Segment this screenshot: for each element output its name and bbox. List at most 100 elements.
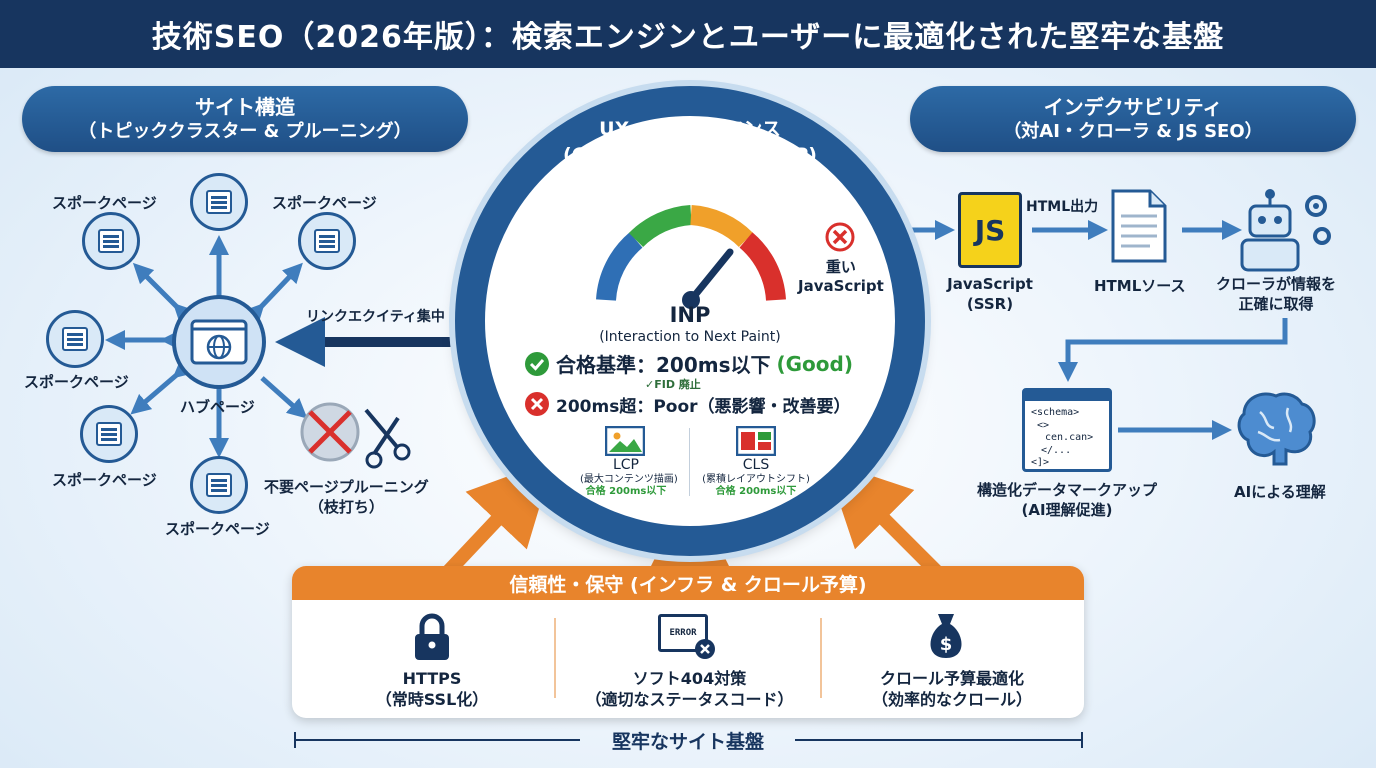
cls-block: CLS (累積レイアウトシフト) 合格 200ms以下 [700,457,812,498]
code-window-bar [1025,391,1109,401]
cls-pass: 合格 200ms以下 [715,485,797,497]
prune-arrow [260,376,308,419]
svg-text:$: $ [940,634,953,655]
spoke-label-bl: スポークページ [52,471,157,489]
pruning-scissors-icon [300,402,411,469]
image-icon [605,426,645,456]
js-file-icon: JS [958,192,1022,268]
spoke-label-tr: スポークページ [272,194,377,212]
crawler-label-line1: クローラが情報を [1216,275,1337,293]
metric-divider [689,428,690,496]
layout-shift-icon [736,426,776,456]
inp-gauge [596,205,786,309]
fail-row: 200ms超：Poor（悪影響・改善要） [524,391,851,417]
https-line1: HTTPS [402,669,462,688]
pass-row: 合格基準：200ms以下 (Good) [524,349,853,378]
lcp-title: LCP [612,457,640,473]
site-structure-title: サイト構造 [195,95,295,120]
heavy-js-line2: JavaScript [798,276,884,295]
document-icon [206,190,232,214]
https-label: HTTPS （常時SSL化） [332,669,532,711]
code-line: cen.can> [1045,432,1094,443]
infra-divider [820,618,822,698]
pruning-label-line2: （枝打ち） [308,498,384,517]
soft404-label: ソフト404対策 （適切なステータスコード） [567,669,812,711]
document-icon [98,229,124,253]
spoke-arrow-tl [132,262,195,325]
html-output-label: HTML出力 [1026,199,1099,215]
hub-label: ハブページ [180,398,255,416]
pruning-label: 不要ページプルーニング （枝打ち） [264,477,429,518]
document-icon [62,327,88,351]
pass-good: (Good) [776,351,854,376]
indexability-subtitle: （対AI・クローラ & JS SEO） [1003,121,1263,143]
globe-window-icon [190,319,248,365]
spoke-node-tl [82,212,140,270]
inp-full-name: (Interaction to Next Paint) [599,329,781,345]
code-window: <schema> <> cen.can> </... <]> [1022,388,1112,472]
fail-label: 200ms超：Poor（悪影響・改善要） [556,396,851,417]
fid-note: ✓FID 廃止 [645,378,701,391]
inp-title: INP [669,303,711,327]
pass-label: 合格基準：200ms以下 [556,353,771,377]
lcp-pass: 合格 200ms以下 [585,485,667,497]
lcp-desc: (最大コンテンツ描画) [580,473,678,485]
infra-panel: 信頼性・保守 (インフラ & クロール予算) HTTPS （常時SSL化） ER… [292,566,1084,718]
js-label-line2: (SSR) [966,294,1014,313]
document-icon [96,422,122,446]
code-line: <]> [1031,457,1050,468]
js-label: JavaScript (SSR) [940,275,1040,314]
html-document-icon [1111,189,1167,263]
heavy-js-x-icon [825,222,855,252]
money-bag-icon: $ [930,614,962,658]
spoke-label-bottom: スポークページ [165,520,270,538]
cls-desc: (累積レイアウトシフト) [702,473,810,485]
https-line2: （常時SSL化） [375,689,489,709]
lcp-block: LCP (最大コンテンツ描画) 合格 200ms以下 [580,457,678,498]
ai-brain-icon [1237,392,1316,466]
js-label-line1: JavaScript [947,275,1033,293]
ux-subtitle: (Core Web Vitals & INP) [563,143,817,166]
site-structure-heading: サイト構造 （トピッククラスター & プルーニング） [22,86,468,152]
crawl-budget-line2: （効率的なクロール） [871,689,1032,709]
indexability-title: インデクサビリティ [1043,95,1223,120]
site-structure-subtitle: （トピッククラスター & プルーニング） [78,121,412,143]
document-icon [206,473,232,497]
error-x-icon [695,639,715,659]
indexability-heading: インデクサビリティ （対AI・クローラ & JS SEO） [910,86,1356,152]
code-line: <schema> [1031,407,1080,418]
structured-data-line1: 構造化データマークアップ [976,481,1157,499]
crawl-budget-label: クロール予算最適化 （効率的なクロール） [837,669,1067,711]
check-icon [525,351,549,376]
crawl-budget-line1: クロール予算最適化 [879,669,1024,688]
structured-data-line2: (AI理解促進) [1021,500,1113,519]
spoke-node-top [190,173,248,231]
js-badge: JS [974,213,1006,247]
spoke-arrow-bl [130,357,195,415]
crawler-label-line2: 正確に取得 [1238,294,1314,313]
html-source-label: HTMLソース [1094,277,1186,295]
spoke-node-bottom [190,456,248,514]
infra-divider [554,618,556,698]
arrow-left-up [439,459,554,580]
ai-label: AIによる理解 [1234,483,1326,501]
pruning-label-line1: 不要ページプルーニング [264,478,429,496]
foundation-label: 堅牢なサイト基盤 [611,731,764,753]
soft404-line1: ソフト404対策 [632,669,747,688]
x-circle-icon [525,392,549,416]
crawler-robot-icon [1240,189,1331,272]
infra-heading: 信頼性・保守 (インフラ & クロール予算) [292,566,1084,600]
page-title: 技術SEO（2026年版）：検索エンジンとユーザーに最適化された堅牢な基盤 [0,0,1376,68]
structured-data-label: 構造化データマークアップ (AI理解促進) [968,481,1166,520]
ux-heading: UX・パフォーマンス (Core Web Vitals & INP) [560,117,820,168]
spoke-node-left [46,310,104,368]
spoke-label-tl: スポークページ [52,194,157,212]
spoke-node-bl [80,405,138,463]
code-line: <> [1037,419,1050,431]
spoke-arrow-tr [243,262,303,325]
ux-title: UX・パフォーマンス [599,118,781,140]
document-icon [314,229,340,253]
arrow-crawler-to-schema [1058,318,1288,382]
cls-title: CLS [742,457,770,473]
spoke-label-left: スポークページ [24,373,129,391]
